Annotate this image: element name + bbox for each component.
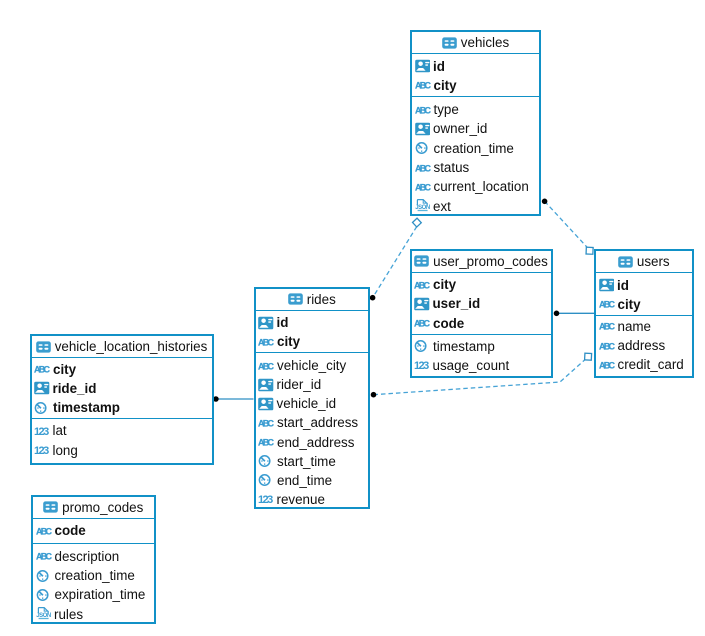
svg-text:123: 123 (414, 361, 429, 373)
svg-text:ABC: ABC (414, 319, 430, 329)
svg-text:ABC: ABC (258, 437, 274, 447)
svg-text:ABC: ABC (599, 322, 615, 332)
svg-text:ABC: ABC (599, 360, 615, 370)
svg-text:JSON: JSON (415, 205, 430, 211)
svg-text:ABC: ABC (599, 300, 615, 310)
svg-text:ABC: ABC (36, 526, 52, 536)
svg-text:ABC: ABC (258, 418, 274, 428)
svg-text:123: 123 (258, 494, 273, 506)
svg-text:ABC: ABC (415, 105, 431, 115)
svg-text:ABC: ABC (414, 280, 430, 290)
svg-text:JSON: JSON (36, 613, 51, 619)
svg-text:ABC: ABC (34, 364, 50, 374)
svg-text:ABC: ABC (258, 361, 274, 371)
svg-text:ABC: ABC (415, 81, 431, 91)
svg-text:ABC: ABC (415, 163, 431, 173)
svg-text:ABC: ABC (599, 341, 615, 351)
svg-text:123: 123 (34, 426, 49, 438)
svg-text:123: 123 (34, 445, 49, 457)
svg-text:ABC: ABC (36, 552, 52, 562)
svg-text:ABC: ABC (415, 182, 431, 192)
svg-text:ABC: ABC (258, 337, 274, 347)
